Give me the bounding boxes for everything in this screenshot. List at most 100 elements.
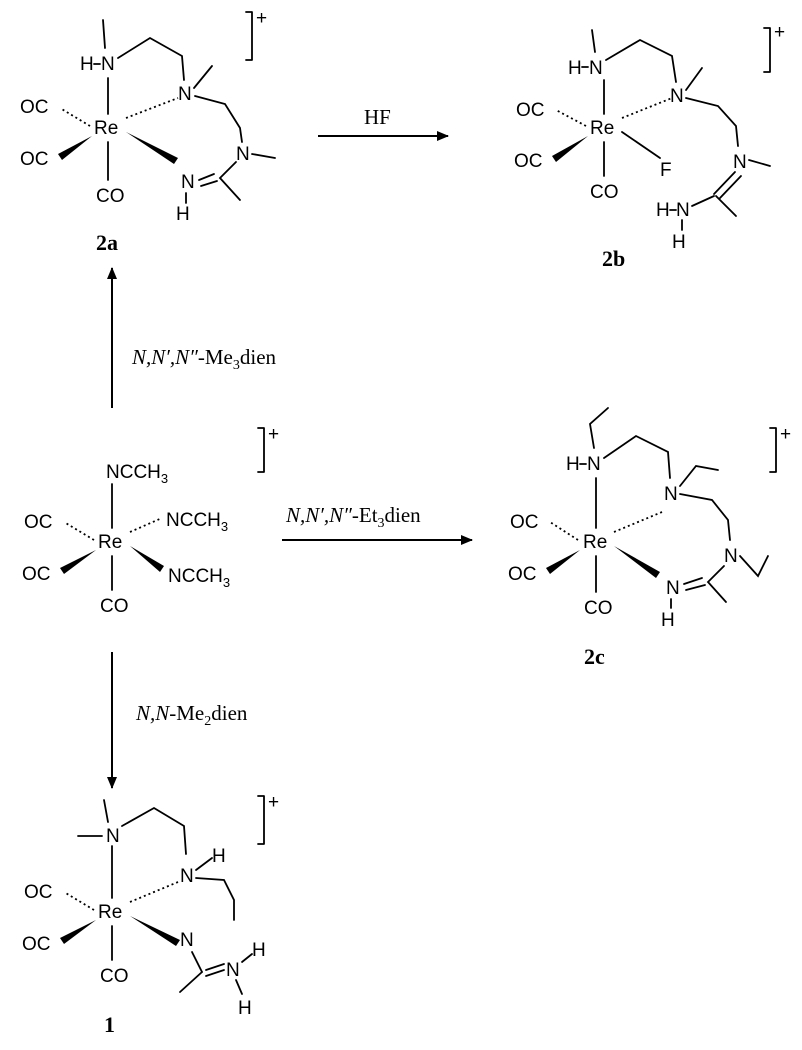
double-bond-1 [683,577,703,585]
co-bottom: CO [584,598,613,619]
hashed-bond-n [621,97,673,119]
h-atom: H [661,610,675,631]
complex-2a: + Re CO OC OC H N N N N H 2a [20,8,276,255]
methyl-bond [251,153,276,159]
re-atom: Re [98,532,122,553]
wedge-bond-oc [60,920,96,944]
n-atom: N [101,54,115,75]
hashed-bond-oc [63,891,95,911]
hashed-bond-n [129,881,179,903]
hashed-bond-oc [555,109,587,127]
h-atom: H [176,204,190,225]
hashed-bond-n [613,511,663,533]
n-atom: N [724,546,738,567]
charge-plus: + [268,792,279,813]
n-h-bond [235,979,243,995]
n-atom: N [178,84,192,105]
n-atom: N [180,866,194,887]
double-bond-1 [205,963,225,971]
n-atom: N [587,454,601,475]
arrow-et3dien: N,N′,N″-Et3dien [282,503,473,545]
methyl-bond [102,19,106,49]
wedge-bond-n [614,546,660,578]
ethylene-chain [121,806,187,855]
wedge-bond-oc [58,136,92,160]
ethylene-chain [194,95,243,143]
h-atom: H [252,940,266,961]
wedge-bond-n [130,916,180,946]
ethylene-chain [117,36,185,81]
double-bond-2 [719,175,742,199]
hashed-bond-oc [549,521,579,541]
n-h-bond [241,953,253,963]
charge-bracket [257,795,265,845]
n-atom: N [676,200,690,221]
double-bond-2 [205,969,225,977]
ethylene-chain [605,38,677,83]
n-atom: N [733,152,747,173]
h-atom: H [568,58,582,79]
charge-bracket [769,427,777,473]
acetonitrile-top: NCCH3 [106,462,168,486]
re-atom: Re [94,118,118,139]
arrow-me2dien: N,N-Me2dien [107,652,248,789]
ethylene-chain [685,97,739,147]
compound-label-2a: 2a [96,230,118,255]
amidine-bonds [218,161,241,201]
h-atom: H [672,232,686,253]
reagent-me2dien: N,N-Me2dien [135,701,248,729]
compound-label-2b: 2b [602,246,625,271]
complex-2c: + Re CO OC OC H N N N N H 2c [508,407,791,669]
hashed-bond-n [125,97,179,119]
h-atom: H [212,846,226,867]
re-atom: Re [590,118,614,139]
acetonitrile-lower: NCCH3 [168,566,230,590]
oc-upper: OC [510,512,539,533]
ethyl-group [589,407,609,449]
oc-lower: OC [22,934,51,955]
wedge-bond-oc [60,550,96,574]
complex-1: + Re CO OC OC N N H N N H H 1 [22,792,279,1037]
n-atom: N [666,578,680,599]
re-atom: Re [98,902,122,923]
wedge-bond-oc [546,550,580,574]
oc-upper: OC [20,97,49,118]
charge-bracket [245,11,253,61]
co-bottom: CO [96,186,125,207]
double-bond-1 [713,171,736,195]
ethyl-group [739,555,769,578]
compound-label-1: 1 [104,1012,115,1037]
n-atom: N [670,86,684,107]
oc-upper: OC [24,882,53,903]
charge-bracket [763,27,771,73]
f-atom: F [660,160,672,181]
double-bond-1 [198,173,215,181]
complex-2b: + Re CO OC OC F H N N N N H H 2b [514,22,785,271]
n-atom: N [181,172,195,193]
methyl-bond [193,65,213,89]
re-atom: Re [583,532,607,553]
wedge-bond-oc [552,136,588,162]
oc-lower: OC [22,564,51,585]
double-bond-2 [685,584,706,591]
n-atom: N [106,826,120,847]
n-c-bond [191,951,203,973]
oc-lower: OC [508,564,537,585]
methyl-bond [103,799,109,823]
precursor-complex: + Re NCCH3 CO OC OC NCCH3 NCCH3 [22,424,279,617]
ethylene-chain [679,493,731,541]
methyl-bond [715,195,737,217]
h-atom: H [80,54,94,75]
hashed-bond-n [129,517,163,533]
methyl-bond [179,971,203,993]
wedge-bond-n [126,132,178,164]
amidine-bonds [706,565,727,603]
h-atom: H [238,998,252,1019]
ethyl-group [679,465,719,487]
oc-lower: OC [20,149,49,170]
re-f-bond [621,131,661,159]
reagent-et3dien: N,N′,N″-Et3dien [285,503,421,531]
double-bond-2 [200,180,218,187]
acetonitrile-right: NCCH3 [166,510,228,534]
